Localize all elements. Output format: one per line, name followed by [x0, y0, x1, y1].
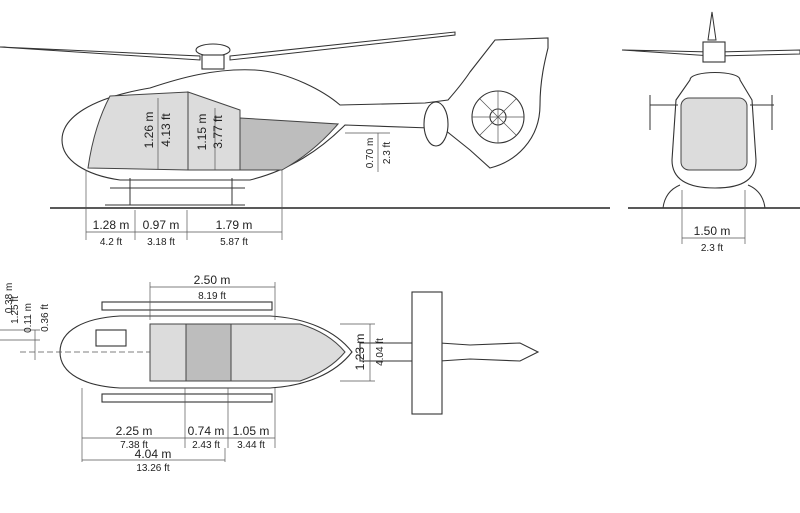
- top-cabin-front: [149, 323, 187, 382]
- front-mast: [702, 41, 726, 63]
- dim-fuselage-front-ft: 7.38 ft: [120, 440, 148, 451]
- stabilizer-end: [423, 101, 449, 147]
- dim-mid-section-m: 0.74 m: [188, 424, 225, 438]
- dim-sill-height: 0.70 m 2.3 ft: [345, 132, 393, 172]
- dim-front-cabin-ft: 3.18 ft: [147, 237, 175, 248]
- front-rotor-left: [621, 49, 713, 57]
- rotor-blade-right: [229, 31, 456, 61]
- rotor-blade-left: [0, 46, 201, 61]
- dim-cabin-height-m: 1.26 m: [142, 112, 156, 149]
- cabin-window-front: [87, 91, 189, 171]
- dim-left-1-ft: 1.25 ft: [10, 296, 21, 324]
- dim-rear-cabin-height-m: 1.15 m: [195, 114, 209, 151]
- dim-total-length-ft: 13.26 ft: [136, 463, 170, 474]
- top-engine: [95, 329, 127, 347]
- dim-front-width: 1.50 m 2.3 ft: [681, 190, 746, 254]
- rotor-hub: [195, 43, 231, 57]
- dim-rear-cabin-height: 1.15 m 3.77 ft: [195, 108, 225, 170]
- side-view: 1.26 m 4.13 ft 1.15 m 3.77 ft 0.70 m 2.3…: [0, 31, 610, 248]
- front-skid-left: [662, 184, 681, 209]
- dim-rear-cabin-m: 1.79 m: [216, 218, 253, 232]
- front-rotor-right: [717, 49, 800, 57]
- top-cabin-mid: [185, 323, 232, 382]
- dim-left-2-m: 0.11 m: [23, 303, 34, 333]
- dim-cabin-height: 1.26 m 4.13 ft: [142, 98, 173, 170]
- dim-rotor-span-ft: 8.19 ft: [198, 291, 226, 302]
- dim-sill-height-m: 0.70 m: [365, 138, 376, 169]
- dim-nose-length-ft: 4.2 ft: [100, 237, 122, 248]
- dim-front-cabin-m: 0.97 m: [143, 218, 180, 232]
- top-stabilizer: [411, 291, 443, 415]
- dim-rear-section-m: 1.05 m: [233, 424, 270, 438]
- cabin-window-rear: [239, 117, 340, 171]
- dim-cabin-width-ft: 4.04 ft: [375, 338, 386, 366]
- dim-sill-height-ft: 2.3 ft: [382, 142, 393, 164]
- dim-rear-cabin-ft: 5.87 ft: [220, 237, 248, 248]
- top-view: 2.50 m 8.19 ft 1.23 m 4.04 ft 0.38 m 1.2…: [0, 273, 540, 474]
- dim-front-width-ft: 2.3 ft: [701, 243, 723, 254]
- dim-mid-section-ft: 2.43 ft: [192, 440, 220, 451]
- dim-left-2-ft: 0.36 ft: [40, 304, 51, 332]
- top-blade-upper: [101, 301, 273, 311]
- dim-rear-section-ft: 3.44 ft: [237, 440, 265, 451]
- top-cabin-rear: [230, 323, 346, 382]
- dim-left-1-m: 0.38 m: [4, 283, 15, 314]
- dim-rotor-span: 2.50 m 8.19 ft: [149, 273, 276, 320]
- fenestron-blades: [472, 91, 524, 143]
- dim-cabin-height-ft: 4.13 ft: [159, 113, 173, 147]
- front-view: 1.50 m 2.3 ft: [621, 11, 800, 254]
- top-blade-lower: [101, 393, 273, 403]
- rotor-mast: [201, 54, 225, 70]
- dim-cabin-width: 1.23 m 4.04 ft: [340, 323, 386, 382]
- top-tail-boom: [359, 342, 540, 362]
- dim-front-width-m: 1.50 m: [694, 224, 731, 238]
- dim-cabin-width-m: 1.23 m: [353, 334, 367, 371]
- dim-fuselage-front-m: 2.25 m: [116, 424, 153, 438]
- dims-side-horizontal: 1.28 m 4.2 ft 0.97 m 3.18 ft 1.79 m 5.87…: [85, 170, 283, 248]
- dims-top-left: 0.38 m 1.25 ft 0.11 m 0.36 ft: [0, 283, 51, 360]
- front-windshield: [680, 97, 748, 171]
- dim-nose-length-m: 1.28 m: [93, 218, 130, 232]
- dims-top-horizontal: 2.25 m 7.38 ft 0.74 m 2.43 ft 1.05 m 3.4…: [81, 388, 276, 474]
- front-skid-right: [747, 184, 766, 209]
- dim-rotor-span-m: 2.50 m: [194, 273, 231, 287]
- dim-total-length-m: 4.04 m: [135, 447, 172, 461]
- front-rotor-top: [707, 11, 717, 41]
- dim-rear-cabin-height-ft: 3.77 ft: [211, 115, 225, 149]
